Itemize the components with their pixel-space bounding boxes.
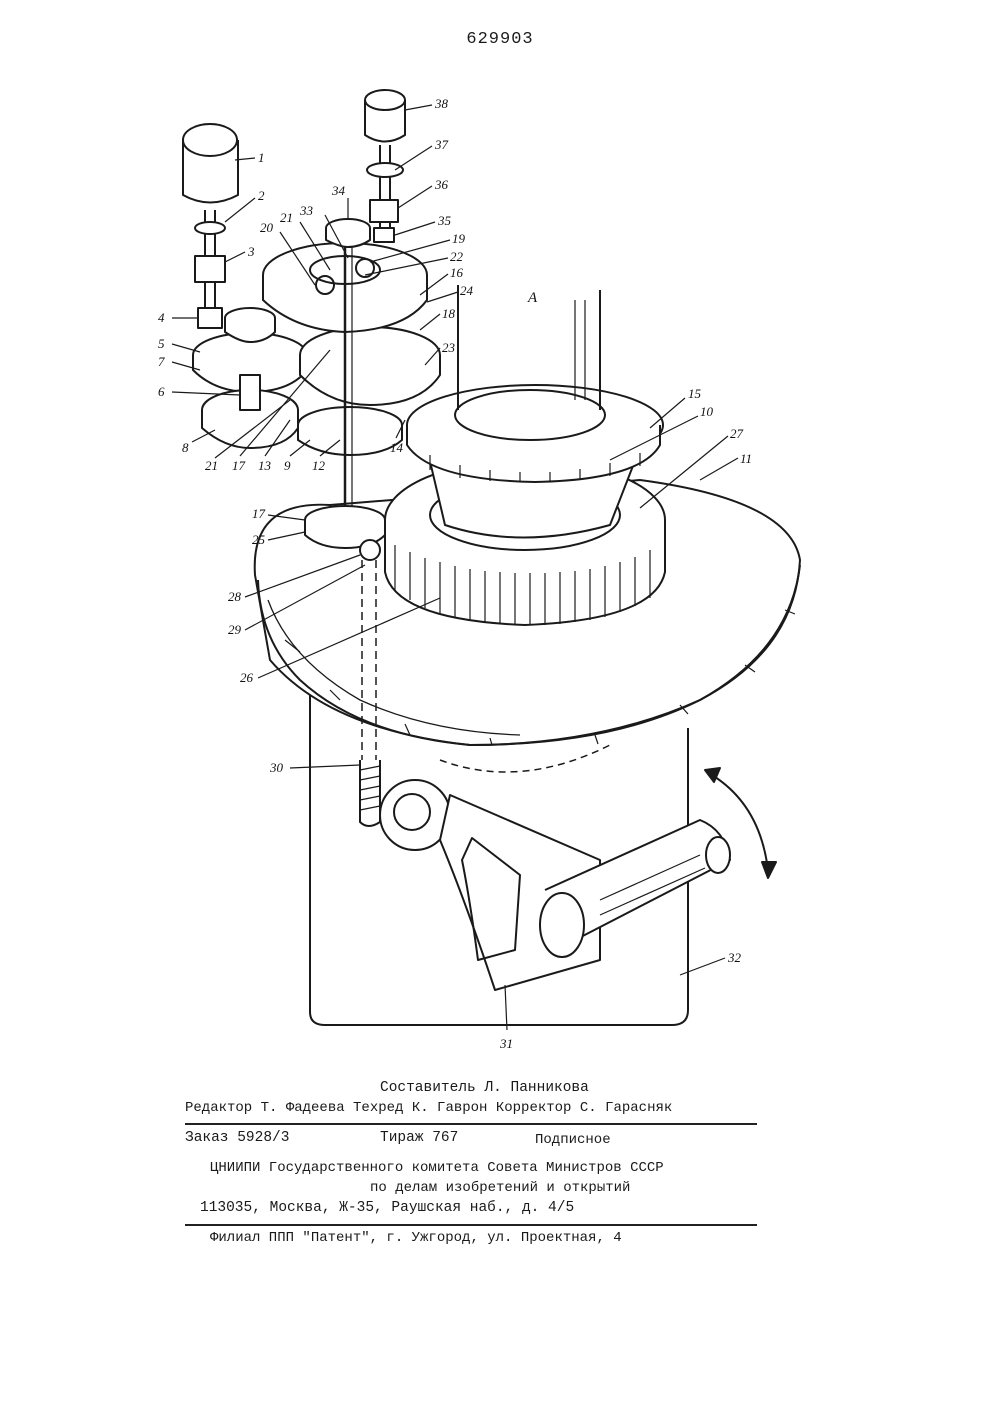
callout-26: 26	[240, 670, 254, 685]
callout-21-upper: 21	[280, 210, 293, 225]
callout-36: 36	[434, 177, 449, 192]
callout-19: 19	[452, 231, 466, 246]
org-line-1: ЦНИИПИ Государственного комитета Совета …	[210, 1160, 664, 1176]
callout-18: 18	[442, 306, 456, 321]
callout-5: 5	[158, 336, 165, 351]
callout-32: 32	[727, 950, 742, 965]
editors-line: Редактор Т. Фадеева Техред К. Гаврон Кор…	[185, 1100, 672, 1116]
callout-34: 34	[331, 183, 346, 198]
callout-9: 9	[284, 458, 291, 473]
callout-20: 20	[260, 220, 274, 235]
callout-6: 6	[158, 384, 165, 399]
callout-33: 33	[299, 203, 314, 218]
callout-37: 37	[434, 137, 449, 152]
motor-right	[365, 90, 405, 242]
circulation: Тираж 767	[380, 1130, 458, 1146]
callout-30: 30	[269, 760, 284, 775]
roller	[540, 820, 730, 957]
callout-3: 3	[247, 244, 255, 259]
callout-13: 13	[258, 458, 272, 473]
rule-bottom	[185, 1224, 757, 1226]
callout-1: 1	[258, 150, 265, 165]
rule-top	[185, 1123, 757, 1125]
subscription: Подписное	[535, 1132, 611, 1148]
callout-4: 4	[158, 310, 165, 325]
address-line: 113035, Москва, Ж-35, Раушская наб., д. …	[200, 1200, 574, 1216]
callout-23: 23	[442, 340, 456, 355]
callout-38: 38	[434, 96, 449, 111]
callout-7: 7	[158, 354, 165, 369]
callout-A: A	[527, 290, 538, 306]
callout-17-upper: 17	[252, 506, 266, 521]
callout-17-lower: 17	[232, 458, 246, 473]
callout-15: 15	[688, 386, 702, 401]
callout-27: 27	[730, 426, 744, 441]
callout-12: 12	[312, 458, 326, 473]
callout-10: 10	[700, 404, 714, 419]
mechanism-drawing: 1 2 3 4 5 7 6 8 21 17 13 9 12 14 20 21 3…	[0, 0, 1000, 1080]
callout-8: 8	[182, 440, 189, 455]
motor-left	[183, 124, 238, 328]
callout-2: 2	[258, 188, 265, 203]
callout-28: 28	[228, 589, 242, 604]
callout-35: 35	[437, 213, 452, 228]
callout-14: 14	[390, 440, 404, 455]
compiler-line: Составитель Л. Панникова	[380, 1080, 589, 1096]
callout-24: 24	[460, 283, 474, 298]
callout-29: 29	[228, 622, 242, 637]
callout-11: 11	[740, 451, 752, 466]
org-line-2: по делам изобретений и открытий	[370, 1180, 630, 1196]
callout-25: 25	[252, 532, 266, 547]
callout-22: 22	[450, 249, 464, 264]
order-number: Заказ 5928/3	[185, 1130, 289, 1146]
callout-31: 31	[499, 1036, 513, 1051]
branch-line: Филиал ППП "Патент", г. Ужгород, ул. Про…	[210, 1230, 622, 1246]
callout-16: 16	[450, 265, 464, 280]
callout-21-lower: 21	[205, 458, 218, 473]
